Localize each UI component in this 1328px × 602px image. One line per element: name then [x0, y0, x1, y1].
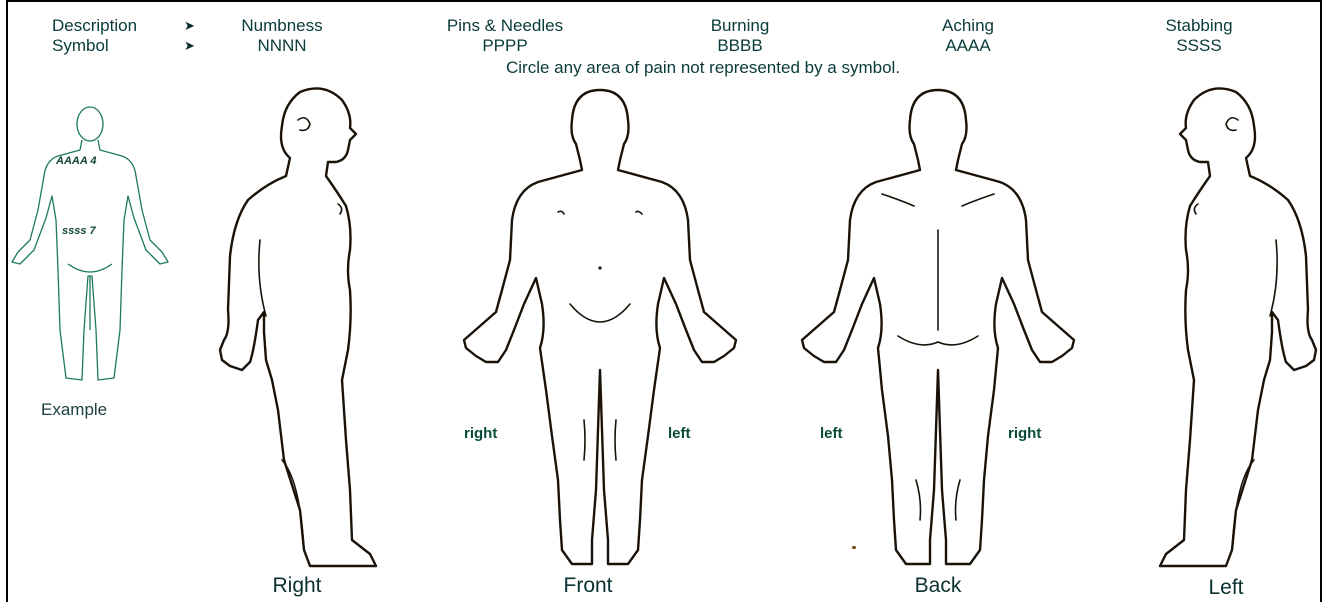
instruction-text: Circle any area of pain not represented … [506, 58, 900, 78]
front-view-caption: Front [563, 574, 612, 598]
legend-symbol-aching: AAAA [945, 36, 990, 56]
legend-symbol-stabbing: SSSS [1176, 36, 1221, 56]
back-right-side-label: right [1008, 425, 1041, 442]
back-view-caption: Back [915, 574, 962, 598]
legend-symbol-burning: BBBB [717, 36, 762, 56]
example-annotation-aching: AAAA 4 [55, 155, 97, 167]
example-body-outline [12, 107, 168, 380]
legend-symbol-pins-needles: PPPP [482, 36, 527, 56]
right-view-caption: Right [272, 574, 321, 598]
back-figure [790, 80, 1110, 580]
legend-symbol-numbness: NNNN [257, 36, 306, 56]
right-side-figure [200, 80, 400, 580]
example-annotation-stabbing: ssss 7 [62, 225, 97, 237]
legend-description-numbness: Numbness [241, 16, 322, 36]
front-right-side-label: right [464, 425, 497, 442]
front-figure [440, 80, 760, 580]
legend-description-aching: Aching [942, 16, 994, 36]
back-left-side-label: left [820, 425, 843, 442]
example-label: Example [41, 400, 107, 420]
legend-description-pins-needles: Pins & Needles [447, 16, 563, 36]
left-view-caption: Left [1208, 576, 1243, 600]
example-figure: AAAA 4 ssss 7 [0, 0, 200, 400]
front-left-side-label: left [668, 425, 691, 442]
left-side-figure [1140, 80, 1328, 580]
legend-description-stabbing: Stabbing [1165, 16, 1232, 36]
stray-mark [852, 546, 856, 549]
legend-description-burning: Burning [711, 16, 770, 36]
